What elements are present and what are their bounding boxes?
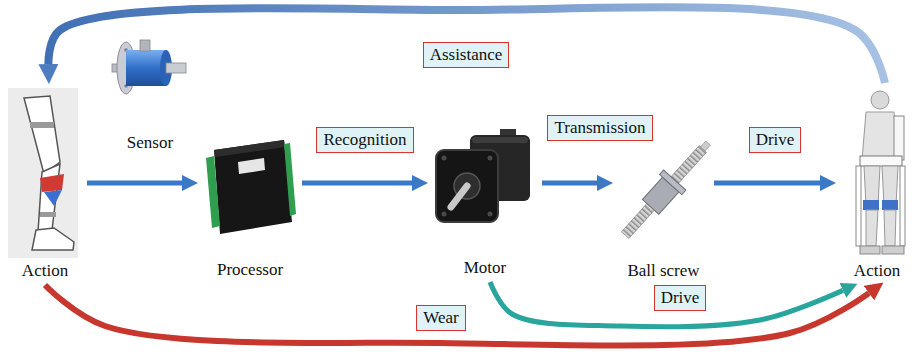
exo-knee [863,200,879,210]
edge-label-box: Drive [654,285,707,312]
screw-end [701,141,711,151]
flow-arrow [45,285,869,346]
exo-knee [882,200,898,210]
torque-sensor-illustration [112,40,186,94]
flow-arrow [542,181,597,186]
foot-outline [32,228,74,250]
thigh-strap [30,122,54,128]
component-caption: Processor [217,261,283,282]
terminal-block [206,156,220,228]
exoskeleton-illustration [856,91,905,254]
edge-label: Transmission [554,118,645,137]
component-caption: Action [22,262,68,283]
edge-label-box: Drive [749,127,802,154]
exo-strut [900,166,905,246]
processor-plate [238,158,265,174]
processor-body [214,140,292,234]
motor-flange [436,150,498,222]
edge-label: Wear [423,308,458,327]
component-caption: Ball screw [627,262,699,283]
exo-backpack [894,116,904,160]
bolt-hole [442,156,447,161]
motor-illustration [436,129,530,222]
flow-arrow [714,181,820,186]
component-figure: Ball screw [615,140,712,283]
edge-label-box: Transmission [547,115,652,142]
flow-arrow [302,181,412,186]
motor-highlight [472,137,528,143]
sensor-shaft [166,63,186,73]
nut-flange [660,170,686,195]
figure-torso [862,112,898,160]
edge-label: Drive [756,130,795,149]
component-figure: Action [838,85,916,283]
figure-shin [866,210,878,246]
edge-label: Assistance [430,45,503,64]
component-figure: Processor [200,132,300,282]
component-figure: Sensor [108,35,192,155]
figure-foot [882,246,904,254]
motor-shaft [451,186,467,207]
edge-label: Drive [661,288,700,307]
figure-foot [860,246,880,254]
exo-strut [856,166,861,246]
thigh-outline [24,96,60,174]
component-caption: Action [854,262,900,283]
bolt-hole [488,212,493,217]
figure-backdrop [8,88,78,258]
terminal-block [284,143,296,216]
flow-arrow [48,7,885,83]
sensor-connector [140,40,150,51]
processor-illustration [206,140,296,234]
figure-shin [884,210,896,246]
edge-label-box: Assistance [423,42,510,69]
knee-brace [40,174,64,192]
flow-arrow [87,181,182,186]
component-figure: Action [5,85,85,283]
flow-arrow [490,282,843,327]
knee-brace-blue [44,190,62,206]
edge-label: Recognition [323,130,406,149]
shin-strap [40,212,56,217]
exo-belt [860,156,902,166]
component-caption: Motor [464,259,507,280]
processor-edge [214,140,285,157]
edge-label-box: Wear [416,305,465,332]
ball-screw-illustration [614,133,719,245]
screw-rod [621,146,706,239]
edge-label-box: Recognition [316,127,413,154]
component-caption: Sensor [127,134,173,155]
component-figure: Motor [430,128,540,280]
leg-illustration [8,88,78,258]
figure-head [871,91,889,109]
bolt-hole [488,156,493,161]
bolt-hole [442,212,447,217]
